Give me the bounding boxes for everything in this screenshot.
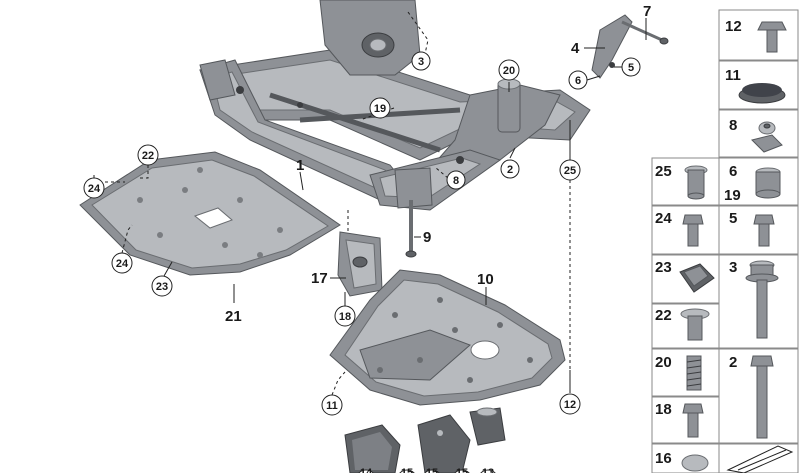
- svg-text:3: 3: [729, 259, 737, 276]
- callout-8: 8: [446, 170, 466, 190]
- small-cover-14: [344, 424, 401, 473]
- svg-text:22: 22: [142, 150, 154, 162]
- svg-text:2: 2: [729, 354, 737, 371]
- callout-20: 20: [498, 59, 520, 81]
- insert-22-icon: [680, 308, 710, 341]
- small-cover-13: [469, 407, 506, 446]
- svg-text:24: 24: [116, 258, 129, 270]
- cap-16-icon: [681, 454, 709, 472]
- svg-text:22: 22: [655, 307, 672, 324]
- svg-text:20: 20: [503, 65, 515, 77]
- svg-text:23: 23: [655, 259, 672, 276]
- svg-text:15: 15: [456, 467, 468, 473]
- bolt-24-icon: [682, 214, 704, 247]
- bushing-6-icon: [755, 167, 781, 199]
- callout-19: 19: [369, 97, 391, 119]
- callout-6: 6: [568, 70, 588, 90]
- callout-24a: 24: [83, 177, 105, 199]
- part-tile-18: [651, 396, 720, 444]
- spring-20-icon: [686, 355, 702, 391]
- svg-text:23: 23: [156, 281, 168, 293]
- mount-8-icon: [751, 121, 783, 153]
- svg-text:15: 15: [401, 467, 413, 473]
- svg-text:25: 25: [655, 163, 672, 180]
- svg-text:18: 18: [655, 401, 672, 418]
- callout-12: 12: [559, 393, 581, 415]
- svg-text:24: 24: [655, 210, 672, 227]
- svg-text:24: 24: [88, 183, 101, 195]
- svg-text:19: 19: [374, 103, 386, 115]
- bolt-9: [405, 200, 417, 258]
- callout-22: 22: [137, 144, 159, 166]
- svg-text:8: 8: [453, 175, 459, 187]
- front-subframe: [199, 0, 591, 211]
- svg-text:5: 5: [628, 62, 634, 74]
- svg-text:8: 8: [729, 117, 737, 134]
- label-9: 9: [423, 229, 431, 246]
- parts-table: 12 11 8 25 6 19: [651, 9, 799, 473]
- clip-23-icon: [679, 263, 715, 293]
- svg-text:12: 12: [564, 399, 576, 411]
- callout-3: 3: [411, 51, 431, 71]
- callout-11: 11: [321, 394, 343, 416]
- callout-23: 23: [151, 275, 173, 297]
- part-tile-22: [651, 303, 720, 349]
- svg-text:6: 6: [729, 163, 737, 180]
- svg-text:12: 12: [725, 18, 742, 35]
- label-17: 17: [311, 270, 328, 287]
- svg-text:20: 20: [655, 354, 672, 371]
- underbody-panel-21: [79, 151, 341, 276]
- svg-text:15: 15: [426, 467, 438, 473]
- label-10: 10: [477, 271, 494, 288]
- bolt-2-icon: [750, 355, 774, 439]
- svg-text:6: 6: [575, 75, 581, 87]
- svg-text:3: 3: [418, 56, 424, 68]
- part-tile-24: [651, 205, 720, 255]
- svg-text:13: 13: [482, 467, 494, 473]
- part-tile-12: [718, 9, 799, 61]
- bracket-17: [337, 231, 383, 297]
- svg-text:5: 5: [729, 210, 737, 227]
- svg-text:18: 18: [339, 311, 351, 323]
- part-tile-20: [651, 348, 720, 397]
- label-4: 4: [571, 40, 580, 57]
- part-tile-8: [718, 109, 799, 158]
- svg-text:11: 11: [326, 400, 338, 412]
- label-21: 21: [225, 308, 242, 325]
- callout-18: 18: [334, 305, 356, 327]
- svg-text:16: 16: [655, 450, 672, 467]
- bolt-18-icon: [682, 403, 704, 438]
- svg-text:2: 2: [507, 164, 513, 176]
- callout-2: 2: [500, 159, 520, 179]
- label-1: 1: [296, 157, 304, 174]
- svg-text:25: 25: [564, 165, 576, 177]
- small-cover-15: [417, 414, 471, 473]
- bracket-4: [591, 14, 669, 79]
- bolt-12-icon: [757, 21, 787, 53]
- bolt-3-icon: [745, 260, 779, 339]
- callout-25: 25: [559, 159, 581, 181]
- underbody-panel-10: [329, 269, 566, 406]
- callout-24b: 24: [111, 252, 133, 274]
- callout-5: 5: [621, 57, 641, 77]
- label-7: 7: [643, 3, 651, 20]
- sleeve-25-icon: [684, 165, 708, 200]
- bottom-callouts: 14 15 15 15 13: [358, 467, 496, 473]
- bolt-5-icon: [753, 214, 775, 247]
- catalog-symbol-icon: [726, 445, 794, 473]
- svg-text:11: 11: [725, 67, 741, 84]
- svg-text:14: 14: [360, 467, 373, 473]
- svg-text:19: 19: [724, 187, 741, 204]
